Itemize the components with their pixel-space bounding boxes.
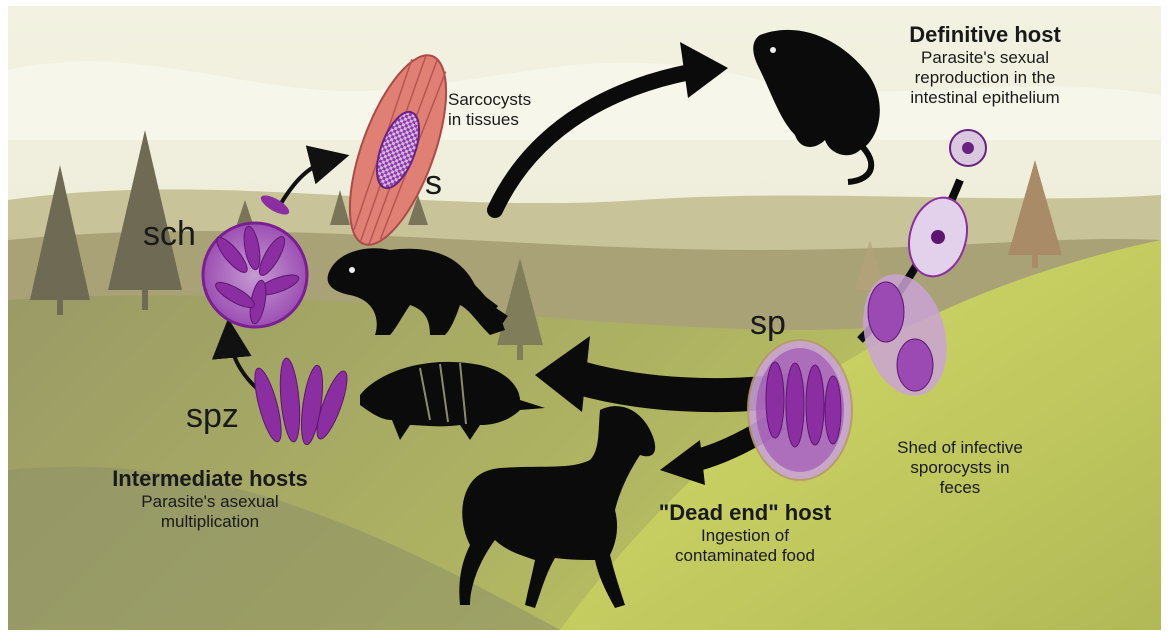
spz-mark: spz — [186, 398, 239, 434]
sarcocysts-label: Sarcocysts in tissues — [448, 90, 531, 130]
intermediate-hosts-block: Intermediate hosts Parasite's asexual mu… — [75, 466, 345, 532]
definitive-host-title: Definitive host — [875, 22, 1095, 48]
sarcocysts-text: Sarcocysts in tissues — [448, 90, 531, 130]
dead-end-host-title: "Dead end" host — [625, 500, 865, 526]
s-mark: s — [425, 165, 442, 201]
intermediate-hosts-desc: Parasite's asexual multiplication — [75, 492, 345, 532]
intermediate-hosts-title: Intermediate hosts — [75, 466, 345, 492]
sp-mark: sp — [750, 305, 786, 341]
sch-mark: sch — [143, 216, 196, 252]
definitive-host-block: Definitive host Parasite's sexual reprod… — [875, 22, 1095, 108]
dead-end-host-block: "Dead end" host Ingestion of contaminate… — [625, 500, 865, 566]
shed-sporocysts-text: Shed of infective sporocysts in feces — [870, 438, 1050, 498]
shed-sporocysts-label: Shed of infective sporocysts in feces — [870, 438, 1050, 498]
dead-end-host-desc: Ingestion of contaminated food — [625, 526, 865, 566]
definitive-host-desc: Parasite's sexual reproduction in the in… — [875, 48, 1095, 108]
